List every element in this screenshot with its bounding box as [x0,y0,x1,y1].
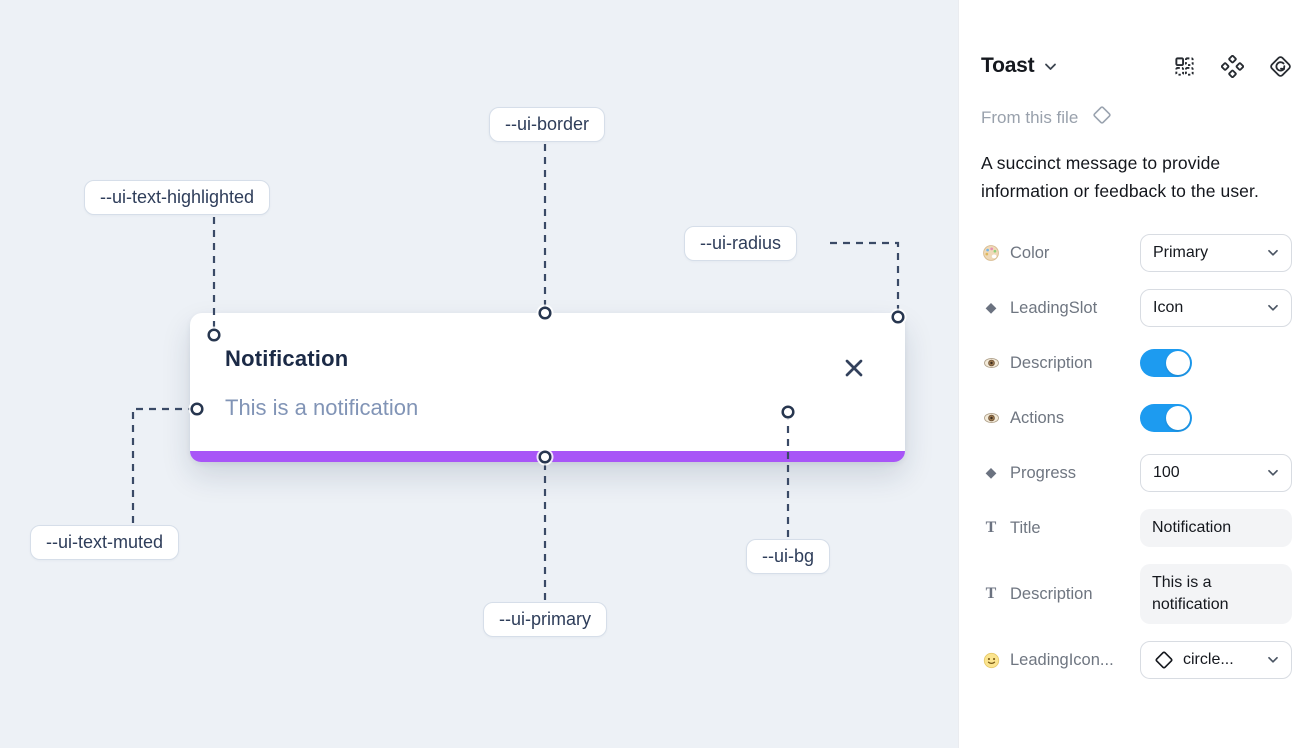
property-label: Actions [1010,408,1065,427]
property-row-leadingslot: ◆ LeadingSlot Icon [981,289,1292,327]
property-row-progress: ◆ Progress 100 [981,454,1292,492]
description-input[interactable]: This is a notification [1140,564,1292,624]
property-label: Progress [1010,463,1077,482]
text-icon: T [985,519,997,536]
properties-panel: Toast [958,0,1312,748]
property-label: LeadingIcon... [1010,650,1114,669]
panel-header: Toast [981,54,1292,78]
title-input[interactable]: Notification [1140,509,1292,547]
progress-select[interactable]: 100 [1140,454,1292,492]
design-canvas[interactable]: Notification This is a notification [0,0,958,748]
description-toggle[interactable] [1140,349,1192,377]
toast-progress-bar [190,451,905,462]
property-label: Title [1010,518,1041,537]
swap-instance-icon[interactable] [1173,55,1196,78]
token-label-ui-primary: --ui-primary [483,602,607,637]
chevron-down-icon [1267,249,1279,257]
source-row: From this file [981,103,1292,132]
property-label: Color [1010,243,1050,262]
token-label-ui-border: --ui-border [488,107,606,142]
property-row-title: T Title Notification [981,509,1292,547]
chevron-down-icon [1267,304,1279,312]
actions-toggle[interactable] [1140,404,1192,432]
token-label-ui-radius: --ui-radius [684,226,798,261]
eye-icon [981,356,1001,370]
close-icon [845,359,863,377]
property-row-description-text: T Description This is a notification [981,564,1292,624]
return-to-instance-icon[interactable] [1269,55,1292,78]
source-label: From this file [981,107,1079,127]
diamond-icon: ◆ [985,465,997,481]
leadingicon-select[interactable]: circle... [1140,641,1292,679]
token-label-ui-text-muted: --ui-text-muted [30,525,180,560]
component-description: A succinct message to provide informatio… [981,153,1259,201]
panel-header-actions [1173,54,1292,78]
chevron-down-icon[interactable] [1044,62,1057,71]
palette-icon [981,244,1001,262]
toast-preview[interactable]: Notification This is a notification [190,313,905,462]
property-row-color: Color Primary [981,234,1292,272]
diamond-outline-icon [1153,649,1175,671]
leadingslot-select[interactable]: Icon [1140,289,1292,327]
property-label: LeadingSlot [1010,298,1098,317]
eye-icon [981,411,1001,425]
chevron-down-icon [1267,469,1279,477]
property-row-leadingicon: LeadingIcon... circle... [981,641,1292,679]
smiley-icon [981,652,1001,669]
diamond-icon: ◆ [985,300,997,316]
property-row-actions-toggle: Actions [981,399,1292,437]
chevron-down-icon [1267,656,1279,664]
token-label-ui-bg: --ui-bg [745,539,831,574]
property-row-description-toggle: Description [981,344,1292,382]
text-icon: T [985,585,997,602]
property-label: Description [1010,584,1093,603]
toast-title: Notification [225,346,349,371]
toast-description: This is a notification [225,395,419,420]
diamond-outline-icon [1090,103,1114,132]
component-icon[interactable] [1221,54,1244,78]
color-select[interactable]: Primary [1140,234,1292,272]
property-label: Description [1010,353,1093,372]
component-title: Toast [981,54,1035,77]
token-label-ui-text-highlighted: --ui-text-highlighted [84,180,271,215]
